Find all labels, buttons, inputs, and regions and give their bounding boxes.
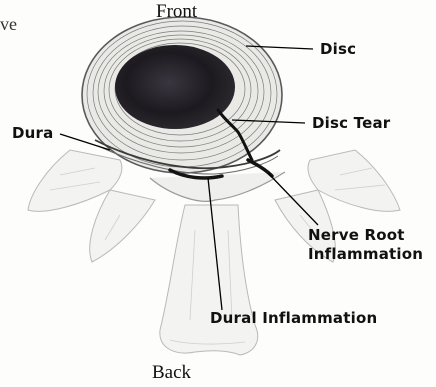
front-label: Front [156, 1, 197, 23]
nerve-root-line1: Nerve Root [308, 226, 423, 245]
nerve-root-line2: Inflammation [308, 245, 423, 264]
dura-label: Dura [12, 124, 53, 142]
back-label: Back [152, 362, 191, 384]
disc-label: Disc [320, 40, 356, 58]
cropped-text-fragment: ve [0, 14, 17, 35]
disc-nucleus [115, 45, 235, 129]
dural-inflammation-label: Dural Inflammation [210, 309, 377, 327]
nerve-root-inflammation-label: Nerve Root Inflammation [308, 226, 423, 264]
disc-tear-label: Disc Tear [312, 114, 390, 132]
